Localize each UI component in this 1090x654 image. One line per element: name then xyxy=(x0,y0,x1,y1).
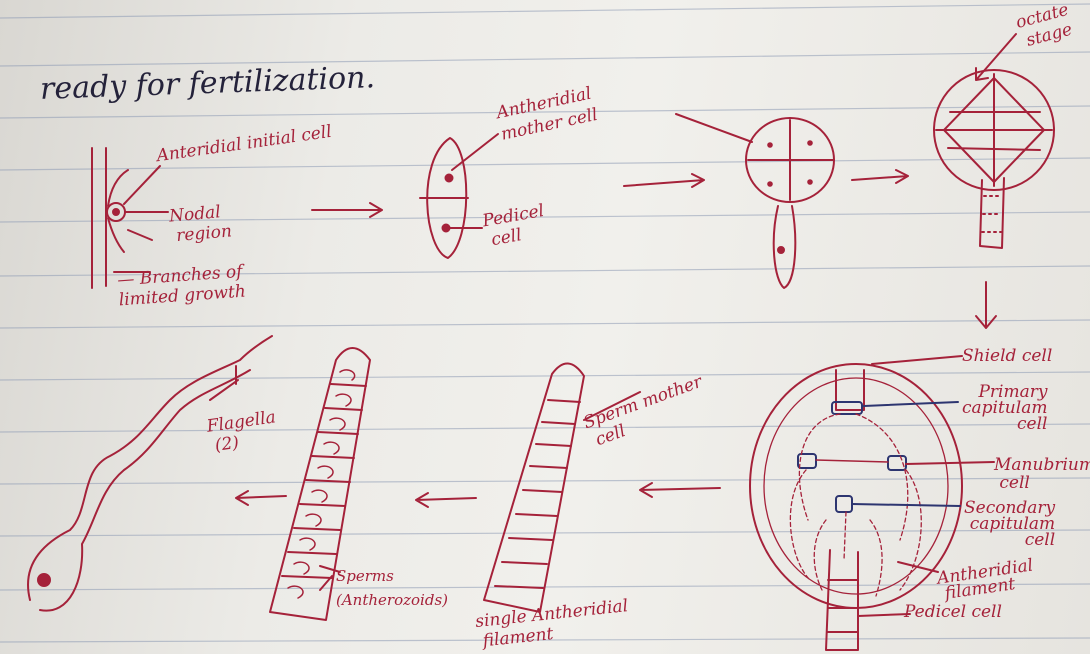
label-primary-capitulam-cell: Primary capitulam cell xyxy=(962,384,1047,432)
arrow-right-1 xyxy=(312,203,382,217)
quadrant-stage-diagram xyxy=(676,114,834,288)
arrow-right-3 xyxy=(852,170,908,183)
pointer-antheridial-filament xyxy=(898,562,938,572)
label-pointer-nodal xyxy=(128,230,152,240)
label-nodal-region: Nodal region xyxy=(168,201,232,246)
pointer-shield-cell xyxy=(872,356,962,364)
label-shield-cell: Shield cell xyxy=(962,348,1052,365)
pointer-primary-capitulam xyxy=(864,402,958,406)
label-secondary-capitulam-cell: Secondary capitulam cell xyxy=(964,500,1055,548)
label-sperms: Sperms (Antherozoids) xyxy=(336,564,448,612)
octant-stage-diagram xyxy=(934,34,1054,248)
pointer-manubrium xyxy=(906,462,994,464)
pointer-pedicel xyxy=(858,614,910,616)
arrow-right-2 xyxy=(624,174,704,187)
arrow-left-2 xyxy=(416,493,476,507)
arrow-left-3 xyxy=(236,491,286,505)
label-pedicel-cell-2: Pedicel cell xyxy=(904,604,1002,621)
antherozoid-diagram xyxy=(28,336,272,611)
pointer-secondary-capitulam xyxy=(852,504,960,506)
antheridial-filament-diagram xyxy=(484,363,584,612)
arrow-down xyxy=(976,282,996,328)
label-manubrium-cell: Manubrium cell xyxy=(994,456,1090,492)
arrow-left-1 xyxy=(640,483,720,497)
